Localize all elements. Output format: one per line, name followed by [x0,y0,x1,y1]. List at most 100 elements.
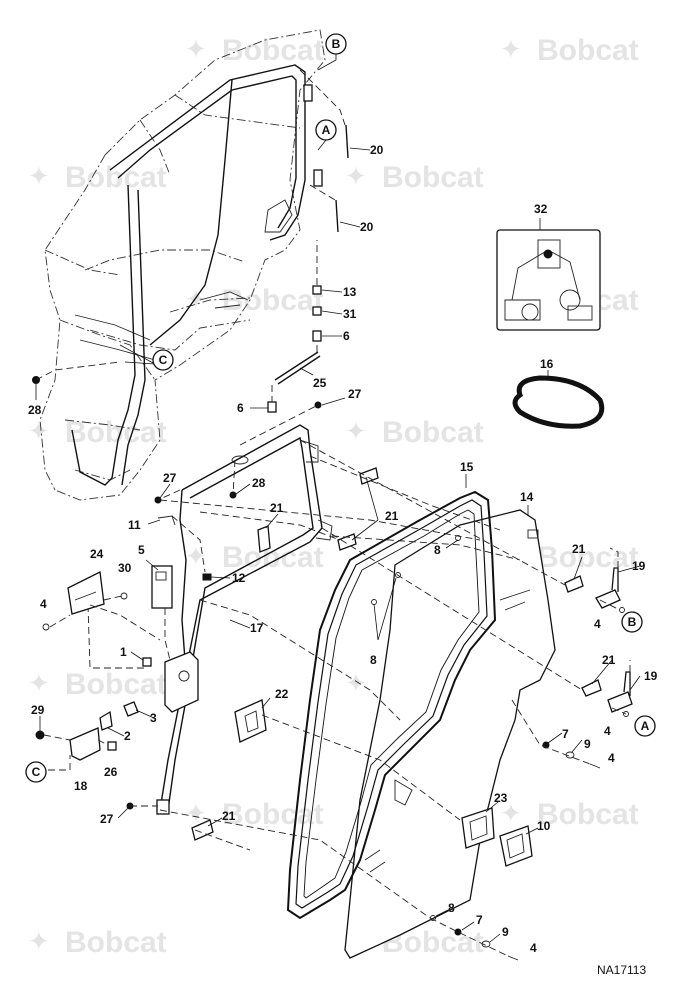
watermark-14: ✦Bobcat [500,798,639,831]
watermark-7: ✦ Bobcat [28,416,167,449]
shim-21-bottom [191,819,214,841]
cab-frame-outline [39,29,326,501]
watermark-text: Bobcat [65,416,167,449]
bolt-30 [120,592,128,600]
svg-text:✦: ✦ [345,416,367,446]
watermark-text: Bobcat [537,34,639,67]
callout-3: 3 [150,711,157,725]
figure-code: NA17113 [597,963,646,977]
watermark-text: Bobcat [65,926,167,959]
bracket-18 [69,727,101,761]
svg-text:✦: ✦ [28,926,50,956]
callout-8-mid: 8 [370,653,377,667]
callout-21-bottom: 21 [222,809,236,823]
lower-hinge-bracket [315,519,333,541]
bolt-4-left [42,623,50,631]
callout-4-upper-right: 4 [594,617,601,631]
callout-18: 18 [74,779,88,793]
watermark-text: Bobcat [537,541,639,574]
cab-frame [71,64,306,486]
watermark-3: ✦ Bobcat [28,161,167,194]
watermark-text: Bobcat [65,161,167,194]
watermark-13: ✦ Bobcat [185,798,324,831]
callout-21-top: 21 [385,509,399,523]
alignment-lines [35,361,631,957]
watermark-layer: ✦Bobcat ✦Bobcat ✦Bobcat ✦Bobcat ✦Bobcat … [28,34,639,959]
callout-6-upper: 6 [343,329,350,343]
latch-5 [151,565,173,609]
reference-markers: B A C B A C [25,33,656,783]
svg-text:✦: ✦ [185,34,207,64]
fastener-26 [107,741,117,751]
callout-5: 5 [138,543,145,557]
watermark-4: ✦ Bobcat [345,161,484,194]
callout-17: 17 [250,621,264,635]
shim-21-top [359,467,379,485]
callout-19-upper: 19 [632,559,646,573]
callout-14: 14 [520,490,534,504]
shim-21-frame [257,525,271,553]
callout-31: 31 [343,307,357,321]
watermark-text: Bobcat [222,284,324,317]
svg-text:✦: ✦ [500,798,522,828]
nut-1 [142,657,152,667]
spacer-31 [312,306,322,316]
watermark-1: ✦Bobcat [185,34,324,67]
callout-8-lower: 8 [448,901,455,915]
fitting-6-upper [312,330,322,342]
watermark-15: ✦ Bobcat [28,926,167,959]
watermark-text: Bobcat [382,161,484,194]
pin-20-lower [335,199,339,233]
svg-text:✦: ✦ [345,668,367,698]
ref-b-top: B [325,33,347,55]
callout-12: 12 [232,571,246,585]
pad-22 [234,699,267,743]
watermark-2: ✦ Bobcat [500,34,639,67]
decal-frame [496,229,601,331]
callout-4-mid: 4 [608,751,615,765]
latch-assembly [87,515,212,731]
svg-text:✦: ✦ [28,161,50,191]
watermark-text: Bobcat [65,668,167,701]
callout-1: 1 [120,645,127,659]
svg-text:✦: ✦ [500,34,522,64]
svg-text:✦: ✦ [185,798,207,828]
callout-16: 16 [540,357,554,371]
callout-4-lower: 4 [530,941,537,955]
handle-10 [499,825,533,867]
upper-latch-bracket [299,439,319,463]
callout-23: 23 [494,791,508,805]
watermark-text: Bobcat [382,416,484,449]
bolt-4-mid [589,763,601,769]
callout-11: 11 [128,518,141,532]
watermark-8: ✦ Bobcat [345,416,484,449]
nut-29 [35,730,45,740]
ref-c-label: C [159,353,168,367]
operator-icon [543,249,553,259]
washer-2 [99,710,113,731]
callout-2: 2 [124,729,131,743]
hinge-19-lower [607,671,633,713]
callout-8-upper: 8 [434,543,441,557]
ref-b-right: B [621,611,643,633]
callout-32: 32 [534,202,548,216]
handles [234,699,533,867]
callout-20-lower: 20 [360,220,374,234]
hinge-19-upper [595,567,621,609]
ref-a-label: A [641,719,650,733]
callout-15: 15 [460,460,474,474]
ref-a-top: A [315,119,337,141]
ref-c-left: C [25,761,47,783]
shim-21-mid [337,533,357,551]
bracket-24 [67,571,105,615]
svg-text:✦: ✦ [28,416,50,446]
svg-text:✦: ✦ [345,161,367,191]
callout-27-upper: 27 [348,387,362,401]
watermark-text: Bobcat [222,798,324,831]
callout-21-frame: 21 [270,501,284,515]
callout-24: 24 [90,547,104,561]
callout-27-lower: 27 [100,812,114,826]
nut-7-lower [454,928,462,936]
clip-11 [157,515,176,526]
